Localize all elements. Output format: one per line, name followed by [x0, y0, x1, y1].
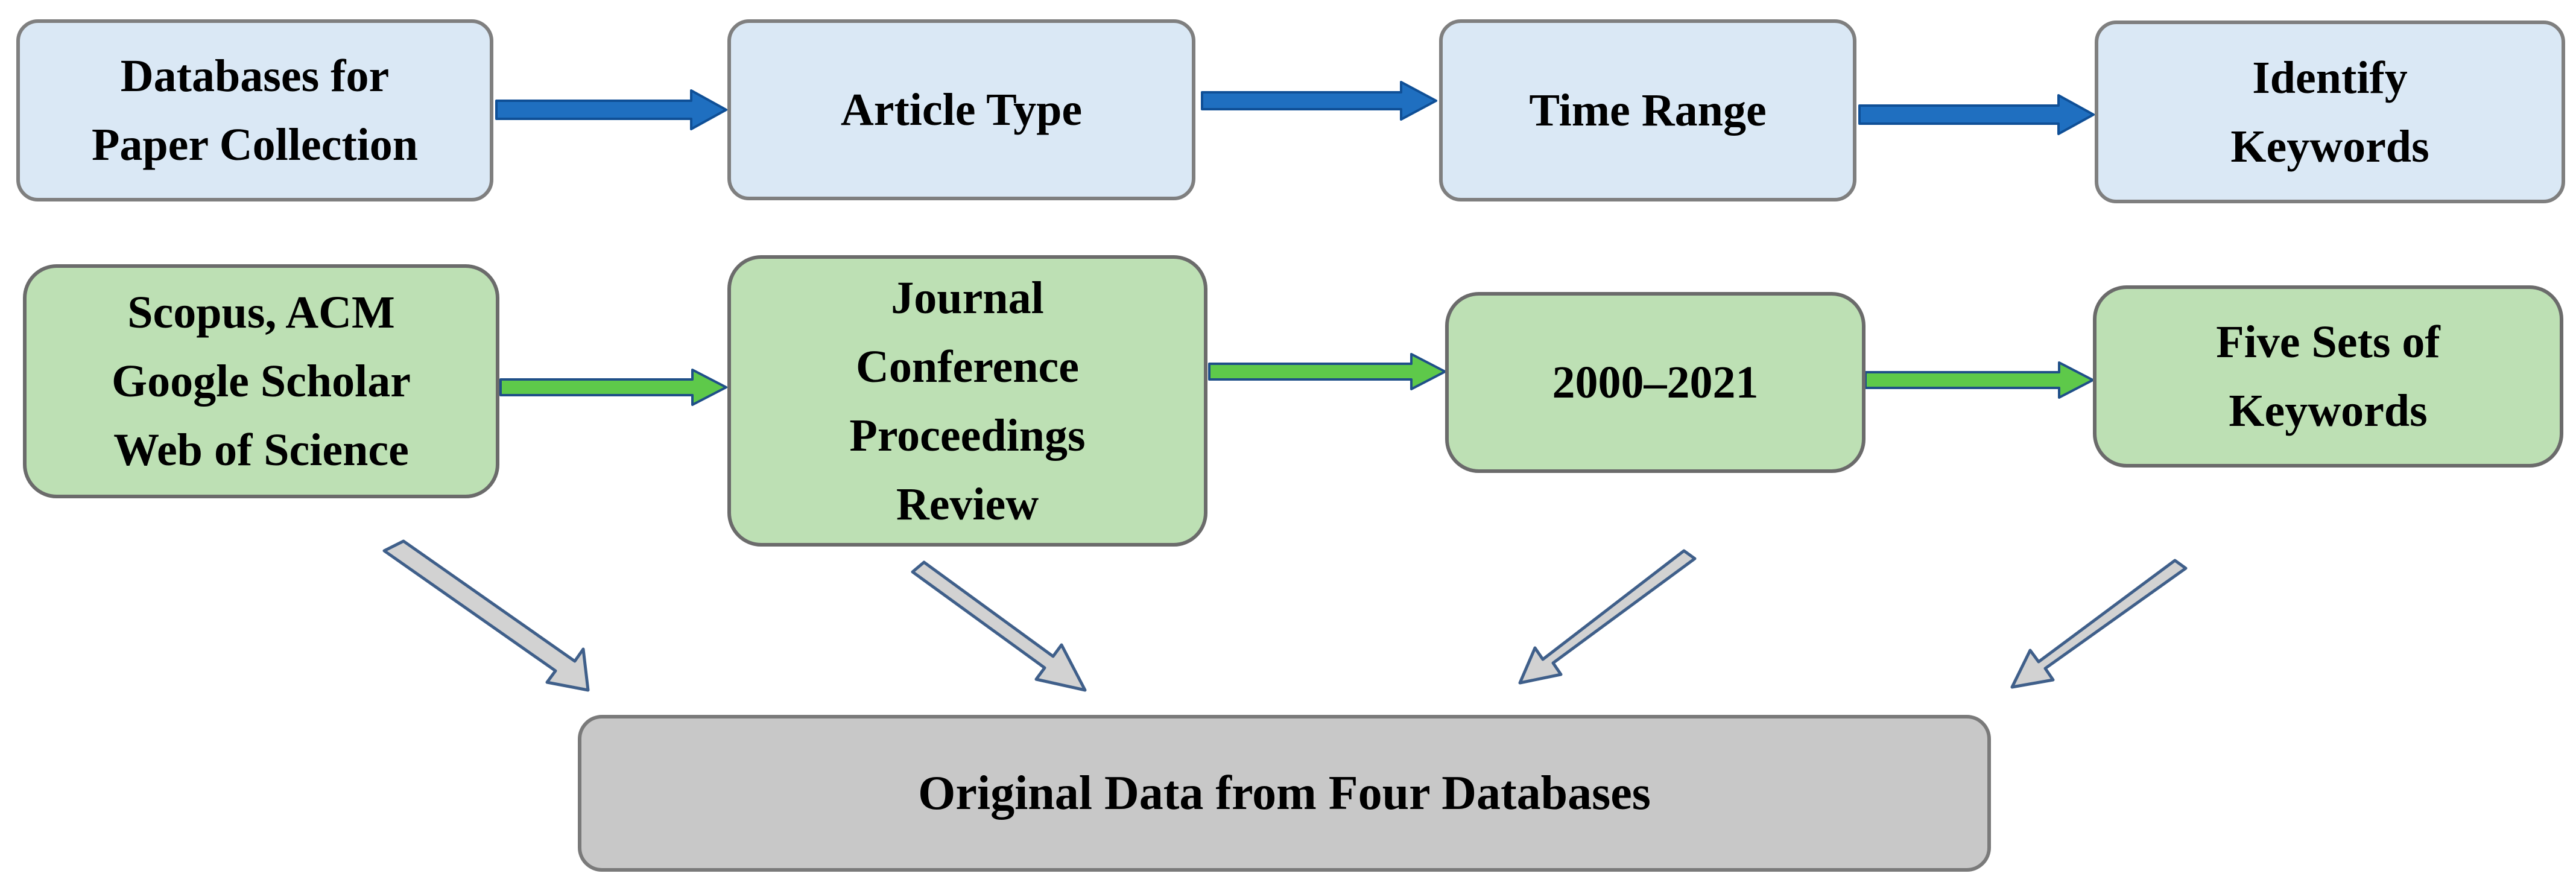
step-box-time-range: Time Range [1439, 19, 1856, 201]
output-box: Original Data from Four Databases [578, 715, 1991, 872]
arrow-converge-3 [1518, 549, 1697, 685]
detail-label-article-types: Journal Conference Proceedings Review [849, 272, 1086, 530]
step-label-article-type: Article Type [840, 84, 1083, 135]
detail-box-keyword-sets: Five Sets of Keywords [2093, 285, 2563, 468]
arrow-years-to-keyword-sets [1864, 361, 2094, 399]
step-label-databases: Databases for Paper Collection [91, 51, 419, 170]
detail-box-databases: Scopus, ACM Google Scholar Web of Scienc… [23, 264, 499, 498]
step-box-article-type: Article Type [727, 19, 1195, 200]
arrow-article-type-to-time-range [1201, 81, 1437, 121]
arrow-databases-list-to-article-list [499, 369, 727, 406]
detail-box-years: 2000–2021 [1445, 292, 1866, 473]
step-label-time-range: Time Range [1529, 85, 1767, 136]
detail-label-years: 2000–2021 [1552, 357, 1759, 408]
arrow-converge-2 [911, 560, 1087, 692]
arrow-databases-to-article-type [495, 89, 727, 130]
arrow-converge-1 [382, 539, 590, 692]
step-box-databases: Databases for Paper Collection [16, 19, 493, 201]
detail-label-databases: Scopus, ACM Google Scholar Web of Scienc… [111, 287, 411, 475]
step-label-identify-keywords: Identify Keywords [2230, 52, 2429, 172]
detail-label-keyword-sets: Five Sets of Keywords [2216, 317, 2440, 436]
detail-box-article-types: Journal Conference Proceedings Review [727, 255, 1207, 547]
step-box-identify-keywords: Identify Keywords [2095, 21, 2565, 203]
output-label: Original Data from Four Databases [918, 767, 1651, 820]
arrow-article-list-to-years [1208, 353, 1446, 390]
arrow-time-range-to-keywords [1858, 94, 2095, 135]
arrow-converge-4 [2010, 559, 2188, 689]
